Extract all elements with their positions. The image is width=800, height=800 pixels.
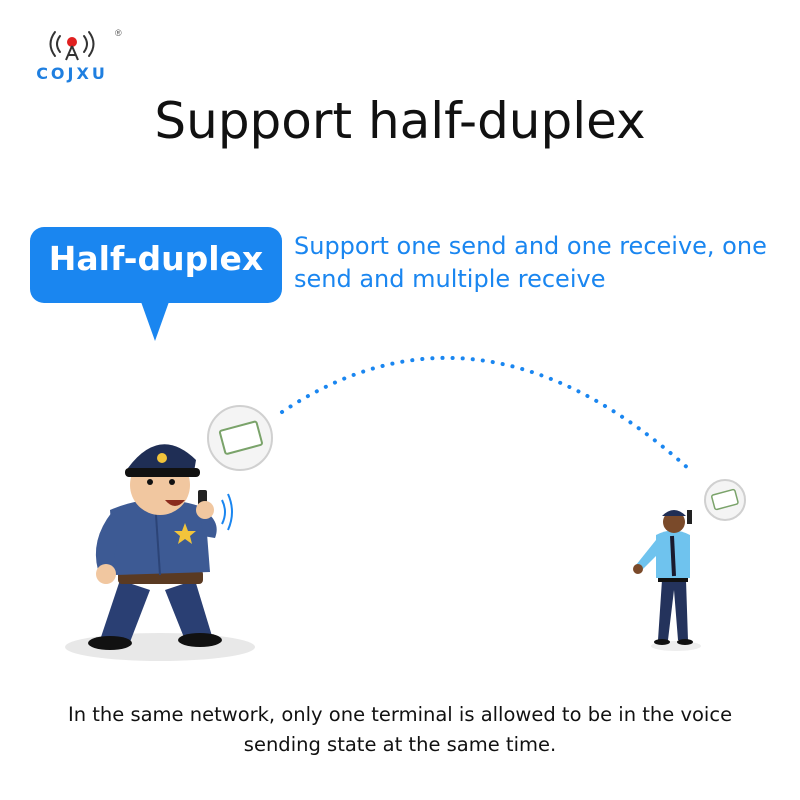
brand-logo: ® COJXU <box>22 28 122 88</box>
radio-tower-icon <box>49 31 95 61</box>
signal-arc <box>280 356 692 472</box>
registered-mark: ® <box>115 28 122 38</box>
bubble-label: Half-duplex <box>48 239 264 278</box>
receiver-module-bubble <box>704 479 746 521</box>
bubble-tail <box>140 299 170 341</box>
sender-module-bubble <box>207 405 273 471</box>
page-title: Support half-duplex <box>154 92 646 150</box>
footer-note: In the same network, only one terminal i… <box>67 703 733 756</box>
radio-communication-illustration <box>65 356 746 661</box>
mode-description: Support one send and one receive, one se… <box>294 232 767 293</box>
police-officer-figure <box>88 444 233 650</box>
brand-name: COJXU <box>36 64 108 83</box>
security-guard-figure <box>633 510 701 651</box>
half-duplex-bubble <box>30 227 282 303</box>
